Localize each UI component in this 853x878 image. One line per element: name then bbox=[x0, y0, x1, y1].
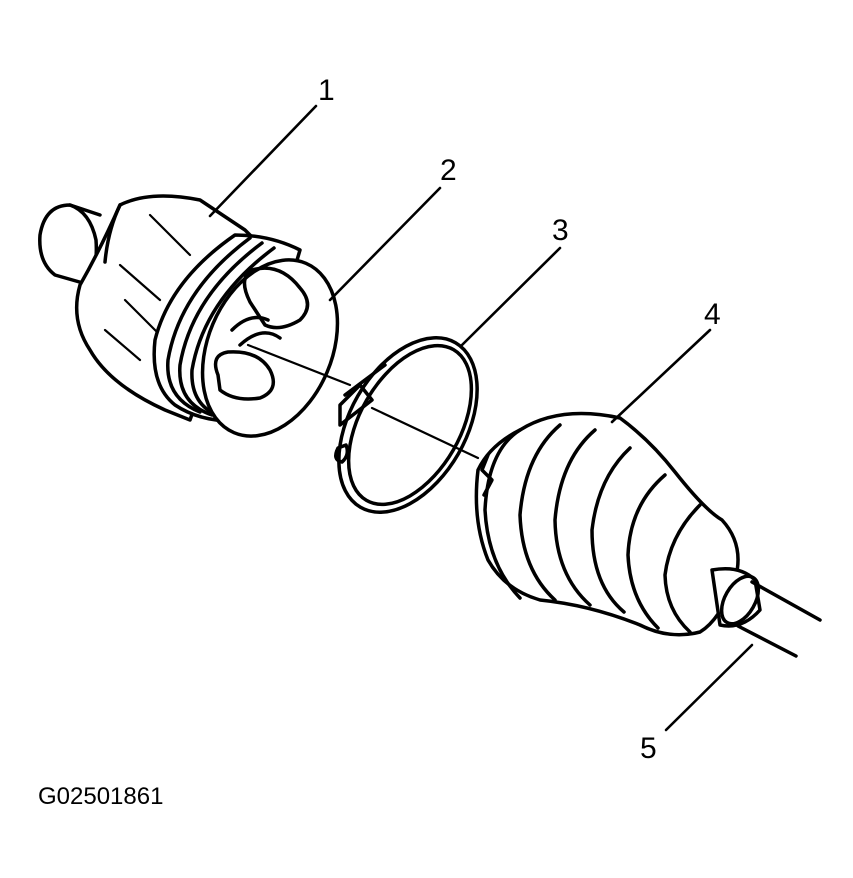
callout-2: 2 bbox=[440, 154, 457, 187]
figure-id: G02501861 bbox=[38, 783, 163, 810]
leader-lines bbox=[208, 104, 754, 732]
callout-3: 3 bbox=[552, 214, 569, 247]
joint-housing-part-1 bbox=[38, 194, 340, 438]
callout-1: 1 bbox=[318, 74, 335, 107]
boot-clamp-part-3 bbox=[334, 336, 479, 514]
callout-4: 4 bbox=[704, 298, 721, 331]
axle-shaft-part-5 bbox=[736, 580, 822, 658]
callout-5: 5 bbox=[640, 732, 657, 765]
axle-boot-part-4 bbox=[474, 411, 762, 637]
assembly-axis-lines bbox=[246, 343, 480, 460]
